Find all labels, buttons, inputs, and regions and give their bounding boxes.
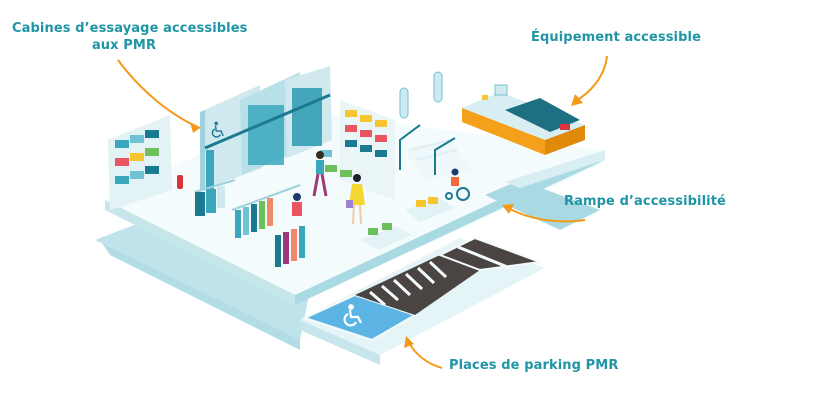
label-accessible-equipment: Équipement accessible [531,30,701,45]
shopper-man [312,151,328,197]
display-products [416,200,426,207]
annotation-arrows [117,55,608,369]
parking-area [300,236,545,365]
display-products [428,197,438,204]
shopper-at-rack [292,193,302,216]
fitting-rooms [200,66,332,192]
arrow-parking [408,341,443,369]
wheelchair-icon [211,121,224,138]
display-table [360,226,412,250]
label-pmr-parking: Places de parking PMR [449,358,619,373]
display-products [368,228,378,235]
clothing-racks [194,179,305,267]
display-table [405,198,455,222]
ramp [485,180,600,230]
fire-extinguisher [177,175,183,189]
security-gate [399,87,409,119]
center-shelving [320,100,395,200]
display-products [382,223,392,230]
arrow-rampe [507,207,586,223]
wheelchair-user [445,168,470,201]
shopper-woman [346,174,365,225]
store-floor-edge-left [105,200,295,305]
label-fitting-rooms-line1: Cabines d’essayage accessibles [12,21,248,36]
ramp-top [505,150,605,188]
label-accessibility-ramp: Rampe d’accessibilité [564,194,726,209]
label-fitting-rooms: Cabines d’essayage accessibles aux PMR [12,20,248,54]
arrow-equipement [573,55,608,103]
arrow-cabines [117,59,201,129]
security-gate [433,71,443,103]
folded-clothes-left [115,130,159,184]
left-shelf-unit [108,115,172,210]
wheelchair-icon [343,304,362,327]
ground-plane [95,215,310,340]
checkout-counter [462,84,585,155]
label-fitting-rooms-line2: aux PMR [91,38,157,53]
ground-shadow [100,240,300,350]
